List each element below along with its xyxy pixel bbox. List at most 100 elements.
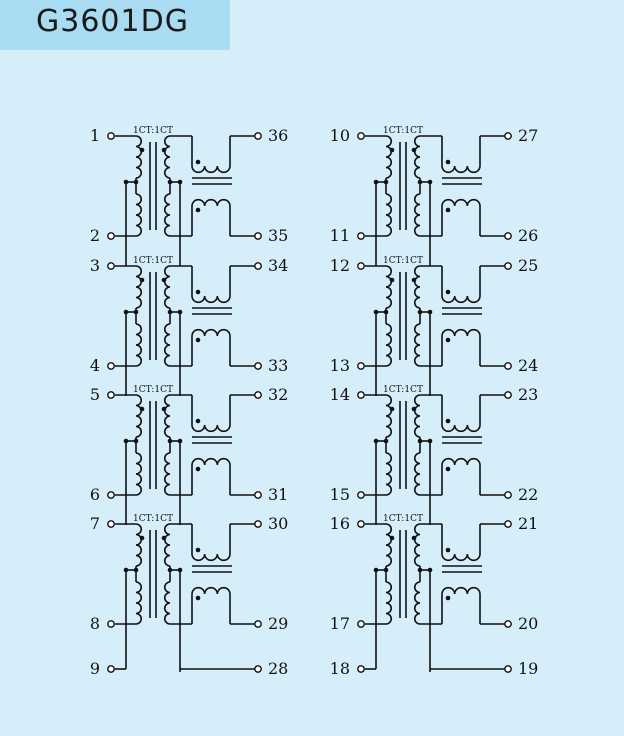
terminal <box>254 391 262 399</box>
choke-winding-top <box>441 553 481 562</box>
pin-label: 8 <box>90 614 100 633</box>
turns-ratio-label: 1CT:1CT <box>133 126 173 136</box>
junction-dot <box>123 179 129 185</box>
turns-ratio-label: 1CT:1CT <box>133 385 173 395</box>
polarity-dot <box>445 337 451 343</box>
turns-ratio-label: 1CT:1CT <box>133 514 173 524</box>
polarity-dot <box>195 466 201 472</box>
terminal <box>504 232 512 240</box>
pin-label: 10 <box>330 126 350 145</box>
polarity-dot <box>411 535 417 541</box>
primary-winding-top <box>385 265 392 309</box>
pin-label: 12 <box>330 256 350 275</box>
junction-dot <box>167 179 173 185</box>
pin-label: 3 <box>90 256 100 275</box>
choke-winding-bottom <box>441 328 481 337</box>
terminal <box>504 362 512 370</box>
junction-dot <box>417 438 423 444</box>
terminal <box>504 620 512 628</box>
terminal <box>357 362 365 370</box>
polarity-dot <box>161 277 167 283</box>
choke-winding-bottom <box>191 198 231 207</box>
junction-dot <box>133 309 139 315</box>
primary-winding-bottom <box>385 323 392 367</box>
polarity-dot <box>445 289 451 295</box>
polarity-dot <box>195 418 201 424</box>
secondary-winding-top <box>164 523 171 567</box>
junction-dot <box>167 438 173 444</box>
pin-label: 29 <box>268 614 288 633</box>
polarity-dot <box>411 277 417 283</box>
primary-winding-bottom <box>385 581 392 625</box>
pin-label: 33 <box>268 356 288 375</box>
terminal <box>357 232 365 240</box>
pin-label: 15 <box>330 485 350 504</box>
polarity-dot <box>161 406 167 412</box>
secondary-winding-top <box>164 135 171 179</box>
choke-winding-bottom <box>191 586 231 595</box>
polarity-dot <box>389 147 395 153</box>
junction-dot <box>417 179 423 185</box>
primary-winding-top <box>135 135 142 179</box>
terminal <box>107 620 115 628</box>
transformer-column-1: 1236351CT:1CT3434331CT:1CT5632311CT:1CT7… <box>90 126 289 678</box>
polarity-dot <box>411 406 417 412</box>
junction-dot <box>373 438 379 444</box>
terminal <box>254 491 262 499</box>
pin-label: 34 <box>268 256 288 275</box>
terminal <box>254 132 262 140</box>
turns-ratio-label: 1CT:1CT <box>133 256 173 266</box>
pin-label: 13 <box>330 356 350 375</box>
polarity-dot <box>195 595 201 601</box>
pin-label: 22 <box>518 485 538 504</box>
polarity-dot <box>161 147 167 153</box>
primary-winding-top <box>385 523 392 567</box>
primary-winding-bottom <box>135 323 142 367</box>
polarity-dot <box>195 337 201 343</box>
secondary-winding-bottom <box>164 323 171 367</box>
primary-winding-bottom <box>135 581 142 625</box>
secondary-winding-bottom <box>164 193 171 237</box>
pin-label: 4 <box>90 356 100 375</box>
junction-dot <box>373 567 379 573</box>
terminal <box>107 520 115 528</box>
pin-label: 25 <box>518 256 538 275</box>
pin-label: 5 <box>90 385 100 404</box>
choke-winding-bottom <box>191 457 231 466</box>
junction-dot <box>373 179 379 185</box>
polarity-dot <box>139 406 145 412</box>
primary-winding-bottom <box>135 452 142 496</box>
choke-winding-top <box>191 165 231 174</box>
polarity-dot <box>389 406 395 412</box>
polarity-dot <box>139 277 145 283</box>
junction-dot <box>123 567 129 573</box>
secondary-winding-top <box>414 265 421 309</box>
terminal <box>504 391 512 399</box>
terminal <box>254 232 262 240</box>
junction-dot <box>133 438 139 444</box>
secondary-winding-bottom <box>414 193 421 237</box>
terminal <box>504 665 512 673</box>
junction-dot <box>133 567 139 573</box>
primary-winding-bottom <box>135 193 142 237</box>
pin-label: 23 <box>518 385 538 404</box>
terminal <box>504 520 512 528</box>
choke-winding-bottom <box>441 586 481 595</box>
polarity-dot <box>411 147 417 153</box>
secondary-winding-top <box>414 523 421 567</box>
junction-dot <box>383 438 389 444</box>
choke-winding-top <box>441 295 481 304</box>
pin-label: 7 <box>90 514 100 533</box>
secondary-winding-top <box>164 265 171 309</box>
choke-winding-top <box>191 295 231 304</box>
primary-winding-bottom <box>385 452 392 496</box>
choke-winding-top <box>191 424 231 433</box>
junction-dot <box>373 309 379 315</box>
